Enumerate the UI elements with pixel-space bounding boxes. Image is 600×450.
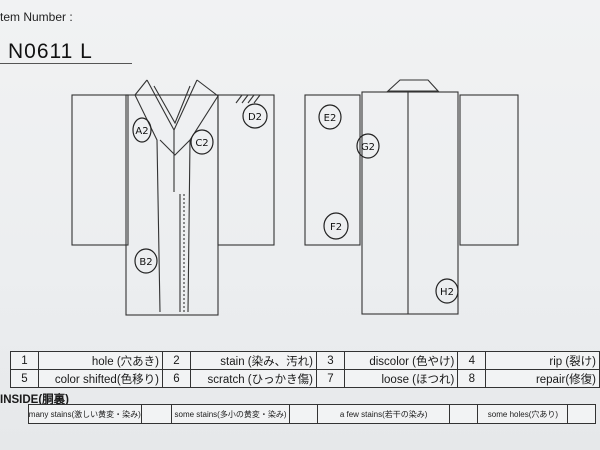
legend-number: 4 xyxy=(457,351,487,370)
item-number-value: N0611 L xyxy=(8,40,93,63)
inside-condition-row: many stains(激しい黄変・染み) some stains(多小の黄変・… xyxy=(28,404,596,424)
mark-circle-b2 xyxy=(134,248,158,274)
legend-text: rip (裂け) xyxy=(485,351,600,370)
legend-text: discolor (色やけ) xyxy=(343,351,459,370)
legend-number: 8 xyxy=(457,369,487,388)
inside-check-cell xyxy=(290,405,319,423)
mark-circle-g2 xyxy=(356,133,380,159)
legend-text: color shifted(色移り) xyxy=(37,369,164,388)
legend-text: hole (穴あき) xyxy=(37,351,164,370)
mark-label: H2 xyxy=(440,287,454,298)
inside-check-cell xyxy=(568,405,595,423)
inside-check-cell xyxy=(450,405,479,423)
item-number-label: tem Number : xyxy=(0,10,73,24)
mark-label: B2 xyxy=(139,257,152,268)
kimono-back-outline xyxy=(304,79,519,315)
mark-label: C2 xyxy=(195,138,208,149)
kimono-front-outline xyxy=(71,79,275,316)
mark-circle-d2 xyxy=(242,103,268,129)
legend-number: 2 xyxy=(162,351,191,370)
inside-title: INSIDE(胴裏) xyxy=(0,394,69,406)
mark-circle-e2 xyxy=(318,104,342,130)
mark-circle-a2 xyxy=(132,117,152,143)
inside-cell-many-stains: many stains(激しい黄変・染み) xyxy=(29,405,142,423)
inside-cell-few-stains: a few stains(若干の染み) xyxy=(318,405,450,423)
mark-label: E2 xyxy=(324,113,337,124)
mark-label: D2 xyxy=(248,112,262,123)
legend-number: 1 xyxy=(10,351,39,370)
mark-label: F2 xyxy=(330,222,342,233)
legend-number: 7 xyxy=(315,369,345,388)
inside-cell-some-holes: some holes(穴あり) xyxy=(478,405,569,423)
damage-legend-table: 1 hole (穴あき) 2 stain (染み、汚れ) 3 discolor … xyxy=(10,351,600,388)
inside-check-cell xyxy=(142,405,173,423)
inside-cell-some-stains: some stains(多小の黄変・染み) xyxy=(172,405,290,423)
legend-text: loose (ほつれ) xyxy=(343,369,459,388)
kimono-diagram: A2 C2 D2 B2 E2 G2 F2 H2 xyxy=(71,79,519,316)
legend-text: stain (染み、汚れ) xyxy=(189,351,317,370)
mark-circle-h2 xyxy=(435,278,459,304)
legend-text: scratch (ひっかき傷) xyxy=(189,369,317,388)
legend-number: 5 xyxy=(10,369,39,388)
legend-row: 5 color shifted(色移り) 6 scratch (ひっかき傷) 7… xyxy=(10,369,600,388)
mark-label: G2 xyxy=(361,142,375,153)
mark-circle-c2 xyxy=(190,129,214,155)
legend-row: 1 hole (穴あき) 2 stain (染み、汚れ) 3 discolor … xyxy=(10,351,600,370)
legend-text: repair(修復) xyxy=(485,369,600,388)
legend-number: 6 xyxy=(162,369,191,388)
legend-number: 3 xyxy=(315,351,345,370)
mark-label: A2 xyxy=(135,126,148,137)
item-number-underline xyxy=(0,63,132,64)
mark-circle-f2 xyxy=(323,212,349,240)
